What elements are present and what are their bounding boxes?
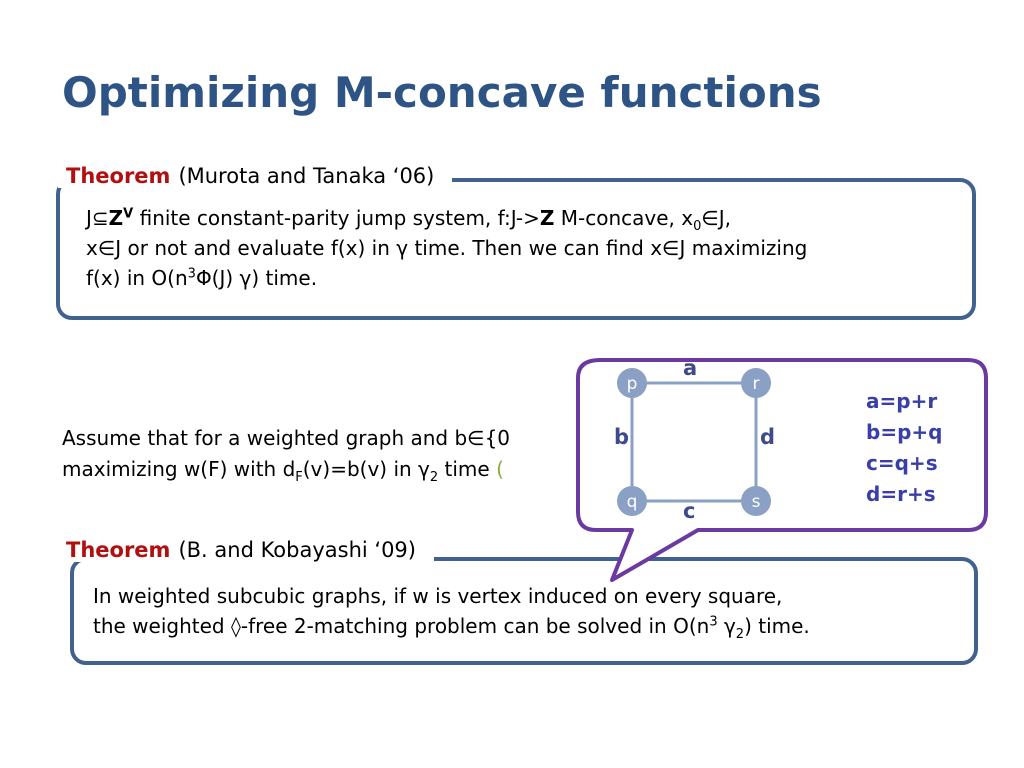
edge-label-d: d	[760, 425, 776, 449]
vertex-label: p	[627, 374, 638, 394]
theorem2-line2: the weighted ◊-free 2-matching problem c…	[93, 611, 810, 641]
text-segment: F	[295, 470, 303, 485]
vertex-p: p	[617, 368, 647, 398]
vertex-label: q	[627, 492, 638, 512]
theorem2-keyword: Theorem	[66, 538, 171, 562]
edge-label-a: a	[683, 356, 698, 380]
assumption-line2: maximizing w(F) with dF(v)=b(v) in γ2 ti…	[62, 454, 510, 485]
text-segment: γ	[717, 614, 736, 638]
square-graph	[630, 381, 758, 503]
theorem2-box	[70, 557, 978, 665]
equation: c=q+s	[866, 451, 938, 475]
text-segment: maximizing w(F) with d	[62, 457, 296, 481]
theorem1-citation: (Murota and Tanaka ‘06)	[178, 164, 435, 188]
theorem2-body: In weighted subcubic graphs, if w is ver…	[93, 581, 810, 641]
theorem1-box	[56, 178, 976, 320]
theorem2-citation: (B. and Kobayashi ‘09)	[178, 538, 416, 562]
equation: d=r+s	[866, 482, 936, 506]
equation: a=p+r	[866, 389, 938, 413]
assumption-text: Assume that for a weighted graph and b∈{…	[62, 423, 510, 485]
text-segment: 2	[735, 627, 745, 642]
callout-outline	[576, 358, 988, 582]
text-segment: 2	[429, 470, 439, 485]
assumption-line1: Assume that for a weighted graph and b∈{…	[62, 426, 511, 450]
text-segment: Z	[539, 206, 555, 230]
text-segment: Z	[108, 206, 124, 230]
vertex-label: r	[753, 374, 760, 394]
text-segment: the weighted ◊-free 2-matching problem c…	[93, 614, 710, 638]
slide-title: Optimizing M-concave functions	[62, 68, 822, 117]
text-segment: V	[123, 206, 134, 222]
theorem1-line3: f(x) in O(n3Φ(J) γ) time.	[86, 263, 807, 293]
text-segment: (v)=b(v) in γ	[302, 457, 430, 481]
text-segment: ∈J,	[701, 206, 732, 230]
theorem2-header: Theorem (B. and Kobayashi ‘09)	[60, 538, 434, 562]
text-segment: 3	[709, 614, 718, 630]
text-segment: finite constant-parity jump system, f:J-…	[133, 206, 540, 230]
theorem1-line2: x∈J or not and evaluate f(x) in γ time. …	[86, 236, 808, 260]
theorem1-body: J⊆ZV finite constant-parity jump system,…	[86, 203, 807, 293]
theorem1-keyword: Theorem	[66, 164, 171, 188]
edge-label-b: b	[614, 425, 630, 449]
equation: b=p+q	[866, 420, 943, 444]
text-segment: 3	[187, 266, 196, 282]
text-segment: 0	[693, 219, 702, 234]
edge-label-c: c	[683, 499, 696, 523]
text-segment: Φ(J) γ) time.	[195, 266, 318, 290]
edge-equations: a=p+r b=p+q c=q+s d=r+s	[866, 386, 942, 510]
theorem1-line1: J⊆ZV finite constant-parity jump system,…	[86, 203, 807, 233]
text-segment: M-concave, x	[554, 206, 694, 230]
text-segment: time	[438, 457, 497, 481]
vertex-s: s	[741, 486, 771, 516]
text-segment: (	[496, 457, 504, 481]
vertex-label: s	[752, 492, 761, 512]
theorem1-header: Theorem (Murota and Tanaka ‘06)	[58, 164, 453, 188]
vertex-r: r	[741, 368, 771, 398]
text-segment: J⊆	[86, 206, 109, 230]
text-segment: ) time.	[744, 614, 810, 638]
vertex-q: q	[617, 486, 647, 516]
text-segment: f(x) in O(n	[86, 266, 188, 290]
theorem2-line1: In weighted subcubic graphs, if w is ver…	[93, 584, 783, 608]
